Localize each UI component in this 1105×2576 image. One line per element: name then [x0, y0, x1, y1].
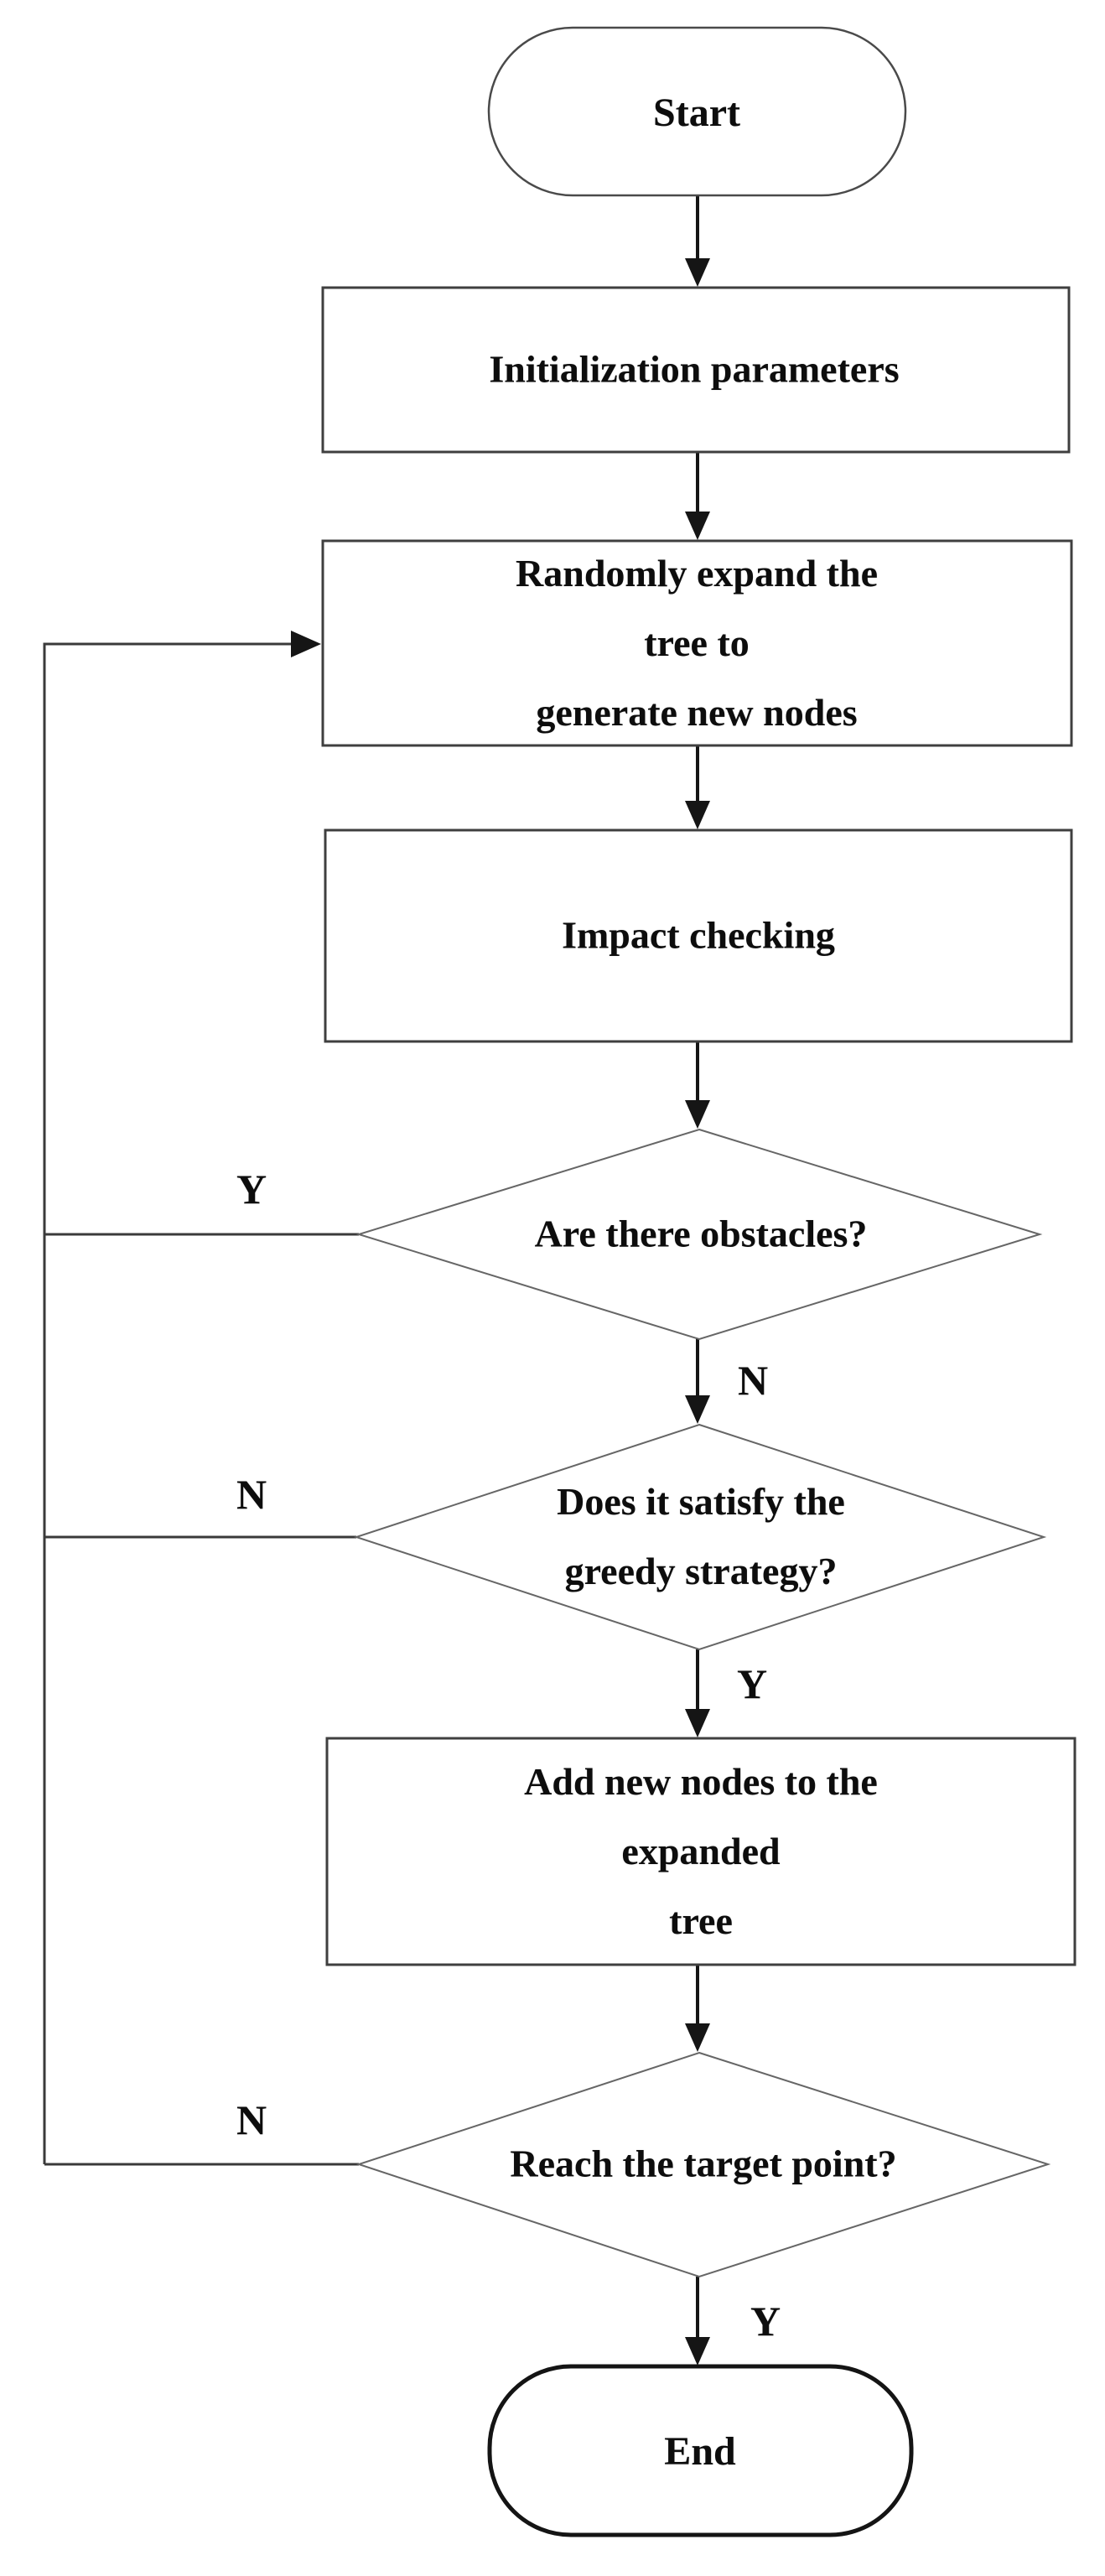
- init-process-shape: [323, 288, 1069, 452]
- feedback-loop-path: [44, 644, 359, 2164]
- expand-process-shape: [323, 541, 1071, 745]
- addnodes-process-shape: [327, 1738, 1075, 1965]
- impact-process-shape: [325, 830, 1071, 1041]
- arrowhead-greedy-addnodes: [685, 1709, 710, 1737]
- obstacles-decision-shape: [359, 1130, 1040, 1339]
- greedy-decision-shape: [356, 1425, 1044, 1649]
- init-label: Initialization parameters: [489, 347, 900, 391]
- arrowhead-obstacles-greedy: [685, 1395, 710, 1424]
- obstacles-no-label: N: [737, 1357, 769, 1404]
- obstacles-yes-label: Y: [236, 1166, 267, 1213]
- arrowhead-impact-obstacles: [685, 1100, 710, 1129]
- impact-label: Impact checking: [562, 913, 835, 957]
- arrowhead-start-init: [685, 258, 710, 287]
- arrowhead-expand-impact: [685, 801, 710, 829]
- end-label: End: [664, 2428, 736, 2474]
- target-yes-label: Y: [750, 2298, 781, 2345]
- start-label: Start: [653, 90, 740, 135]
- obstacles-label: Are there obstacles?: [534, 1212, 868, 1255]
- expand-label: Randomly expand the tree to generate new…: [516, 551, 878, 734]
- arrowheads: [685, 258, 710, 2366]
- start-terminator-shape: [489, 28, 905, 195]
- target-label: Reach the target point?: [510, 2142, 897, 2185]
- arrowhead-target-end: [685, 2337, 710, 2366]
- feedback-arrowhead-into-expand: [291, 631, 321, 657]
- end-terminator-shape: [490, 2366, 911, 2535]
- greedy-no-label: N: [236, 1471, 267, 1518]
- target-decision-shape: [359, 2053, 1048, 2277]
- arrowhead-init-expand: [685, 512, 710, 540]
- target-no-label: N: [236, 2096, 267, 2143]
- greedy-label: Does it satisfy the greedy strategy?: [557, 1480, 845, 1592]
- arrowhead-addnodes-target: [685, 2023, 710, 2052]
- greedy-yes-label: Y: [736, 1660, 768, 1707]
- addnodes-label: Add new nodes to the expanded tree: [524, 1759, 878, 1942]
